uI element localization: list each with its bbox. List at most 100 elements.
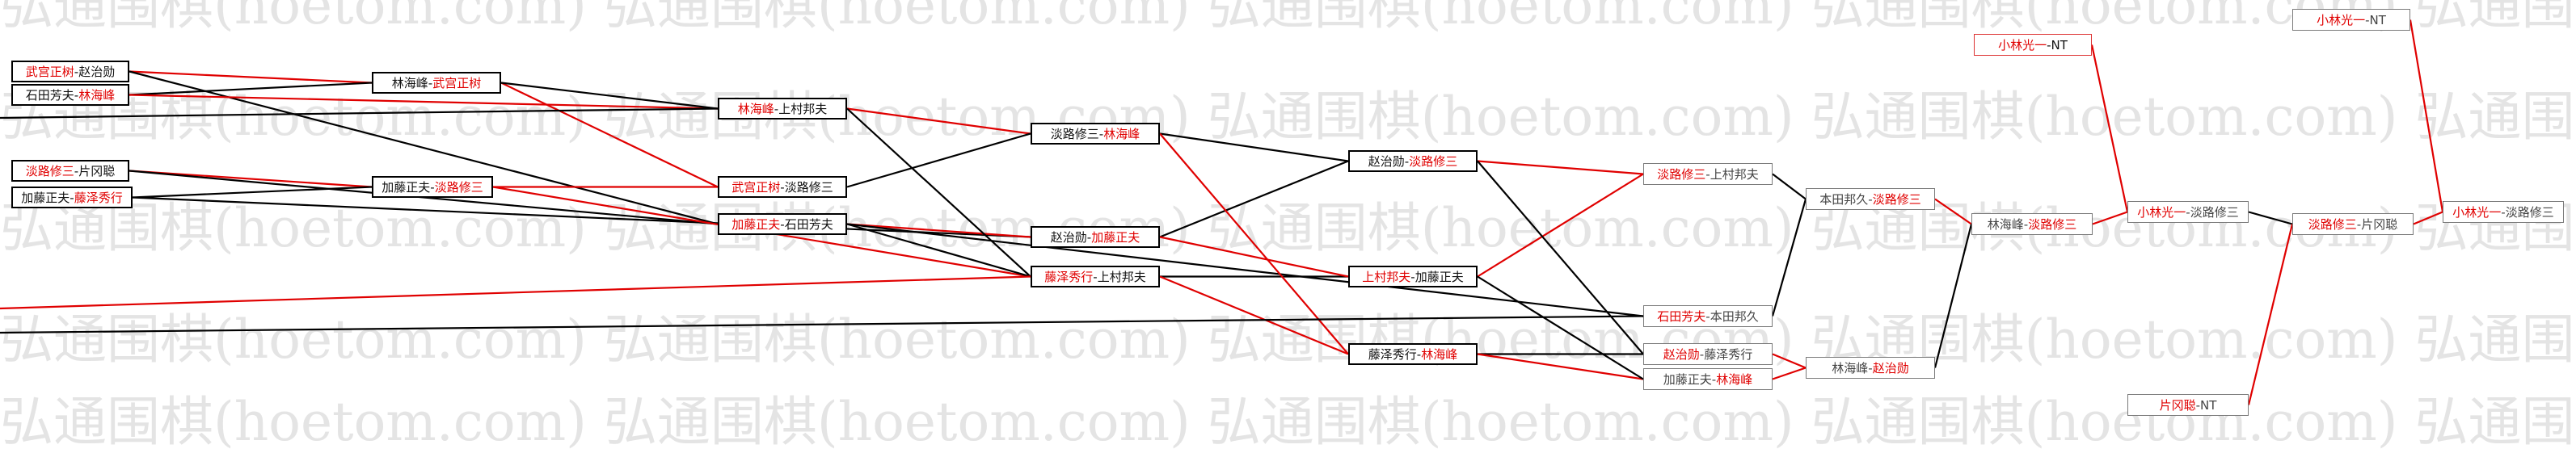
player-name: 武宫正树 <box>432 76 482 90</box>
separator: - <box>780 179 785 195</box>
player-name: 淡路修三 <box>2308 217 2357 232</box>
bracket-connector <box>0 315 1644 334</box>
match-node: 林海峰-赵治勋 <box>1806 357 1935 379</box>
match-node: 藤泽秀行-上村邦夫 <box>1031 266 1160 287</box>
bracket-connector <box>1159 236 1349 278</box>
separator: - <box>1416 346 1422 362</box>
player-name: 林海峰 <box>1421 347 1458 362</box>
bracket-connector <box>846 223 1644 317</box>
match-node: 加藤正夫-淡路修三 <box>372 176 493 198</box>
bracket-connector <box>2092 211 2128 225</box>
bracket-connector <box>129 70 373 84</box>
player-name: 加藤正夫 <box>1414 270 1464 284</box>
bracket-connector <box>1772 353 1807 369</box>
bracket-connector <box>500 82 719 110</box>
separator: - <box>780 216 785 232</box>
player-name: 加藤正夫 <box>731 217 781 232</box>
player-name: 淡路修三 <box>2505 205 2554 220</box>
match-node: 林海峰-武宫正树 <box>372 72 501 94</box>
match-node: 小林光一-NT <box>1974 34 2092 56</box>
separator: - <box>1711 371 1717 387</box>
match-node: 赵治勋-加藤正夫 <box>1031 226 1160 248</box>
bracket-connector <box>2413 211 2443 225</box>
player-name: 小林光一 <box>2137 205 2186 220</box>
bracket-connector <box>0 107 719 120</box>
player-name: 本田邦久 <box>1710 309 1759 324</box>
bracket-lines <box>0 19 2444 405</box>
player-name: 加藤正夫 <box>1091 230 1140 245</box>
player-name: 淡路修三 <box>1872 192 1921 207</box>
player-name: 淡路修三 <box>1657 167 1706 182</box>
match-node: 小林光一-NT <box>2292 9 2410 31</box>
match-node: 加藤正夫-林海峰 <box>1643 368 1773 390</box>
player-name: 加藤正夫 <box>21 191 70 205</box>
bracket-connector <box>1477 160 1644 175</box>
player-name: 藤泽秀行 <box>74 191 123 205</box>
player-name: 赵治勋 <box>1663 347 1700 362</box>
bracket-connector <box>500 82 719 188</box>
bracket-connector <box>1933 224 1973 368</box>
player-name: 加藤正夫 <box>1663 372 1712 387</box>
player-name: 上村邦夫 <box>1097 270 1146 284</box>
player-name: 林海峰 <box>1103 127 1140 141</box>
match-node: 武宫正树-淡路修三 <box>718 176 847 198</box>
player-name: 林海峰 <box>391 76 428 90</box>
match-node: 淡路修三-片冈聪 <box>2292 213 2414 235</box>
separator: - <box>1093 269 1098 284</box>
player-name: 小林光一 <box>1998 38 2047 52</box>
player-name: 林海峰 <box>78 88 116 103</box>
bracket-connector <box>1934 198 1972 225</box>
match-node: 赵治勋-淡路修三 <box>1348 150 1478 172</box>
player-name: 片冈聪 <box>2361 217 2398 232</box>
separator: - <box>1705 166 1710 182</box>
match-node: 片冈聪-NT <box>2127 394 2249 416</box>
player-name: 上村邦夫 <box>778 102 828 116</box>
player-name: 淡路修三 <box>1050 127 1099 141</box>
bracket-connector <box>1477 275 1644 380</box>
player-name: 淡路修三 <box>25 164 74 178</box>
player-name: 藤泽秀行 <box>1368 347 1417 362</box>
player-name: 淡路修三 <box>2190 205 2239 220</box>
match-node: 淡路修三-林海峰 <box>1031 123 1160 145</box>
separator: - <box>2501 204 2506 220</box>
separator: - <box>2195 397 2201 413</box>
bracket-connector <box>1772 173 1807 200</box>
separator: - <box>74 163 79 178</box>
match-node: 藤泽秀行-林海峰 <box>1348 343 1478 365</box>
separator: - <box>774 101 779 116</box>
bracket-connector <box>1159 132 1349 162</box>
match-node: 赵治勋-藤泽秀行 <box>1643 343 1773 365</box>
bracket-connector <box>129 94 719 110</box>
bracket-connector <box>2248 211 2293 225</box>
separator: - <box>74 64 79 79</box>
bracket-connector <box>1477 160 1644 355</box>
match-node: 小林光一-淡路修三 <box>2443 201 2564 223</box>
bracket-connector <box>1477 353 1644 380</box>
player-name: 淡路修三 <box>434 180 483 195</box>
bracket-connector <box>129 82 373 96</box>
separator: - <box>1098 126 1104 141</box>
player-name: 藤泽秀行 <box>1704 347 1753 362</box>
player-name: 上村邦夫 <box>1362 270 1411 284</box>
player-name: NT <box>2200 397 2217 413</box>
separator: - <box>1868 191 1873 207</box>
bracket-connector <box>132 196 1031 238</box>
separator: - <box>2047 37 2051 52</box>
bracket-connector <box>846 223 1031 238</box>
separator: - <box>1086 229 1092 245</box>
player-name: NT <box>2051 37 2068 52</box>
match-node: 武宫正树-赵治勋 <box>11 61 129 82</box>
bracket-connector <box>2247 224 2294 405</box>
separator: - <box>1404 153 1410 169</box>
player-name: 林海峰 <box>1716 372 1753 387</box>
player-name: 武宫正树 <box>731 180 781 195</box>
player-name: 石田芳夫 <box>1657 309 1706 324</box>
player-name: 林海峰 <box>737 102 774 116</box>
separator: - <box>1705 308 1710 324</box>
bracket-connector <box>1771 199 1807 317</box>
match-node: 小林光一-淡路修三 <box>2127 201 2249 223</box>
bracket-connector <box>846 132 1031 188</box>
player-name: 赵治勋 <box>1872 361 1909 375</box>
separator: - <box>2356 216 2362 232</box>
player-name: 加藤正夫 <box>382 180 431 195</box>
